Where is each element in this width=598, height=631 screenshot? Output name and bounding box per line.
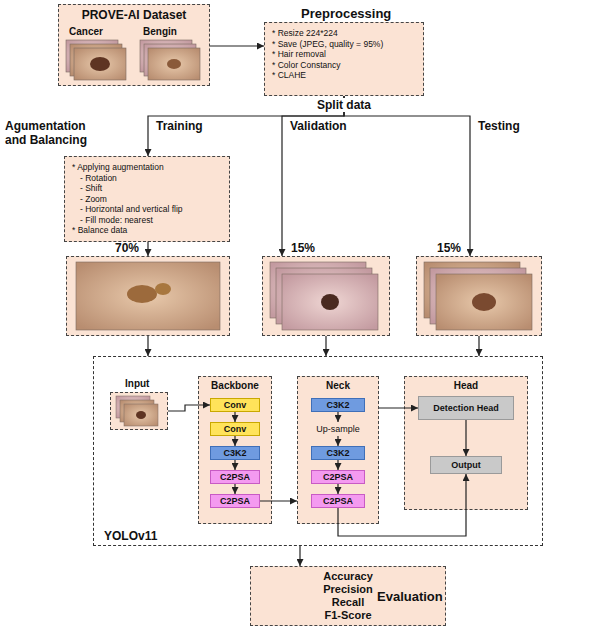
split-percent: 15% xyxy=(437,241,461,255)
connector-arrow xyxy=(147,242,148,257)
layer-label: Output xyxy=(451,460,481,471)
process-box: Agumentation and Balancing* Applying aug… xyxy=(64,156,230,242)
connector-arrow xyxy=(147,336,148,356)
connector-arrow xyxy=(344,96,470,256)
bullet-text: * Applying augmentation xyxy=(72,162,222,173)
metrics-box: AccuracyPrecisionRecallF1-Score Evaluatio… xyxy=(250,566,446,626)
connector-arrow xyxy=(337,460,338,470)
lesion xyxy=(472,293,496,311)
layer-box: Output xyxy=(430,456,502,474)
connector-arrow xyxy=(210,45,264,46)
bullet-text: * Resize 224*224 xyxy=(272,28,416,39)
edge-label: Validation xyxy=(288,119,349,133)
skin-image xyxy=(76,262,220,330)
lesion xyxy=(90,57,110,71)
layer-box: C3K2 xyxy=(210,446,260,460)
skin-image xyxy=(436,274,532,330)
lesion xyxy=(155,283,171,295)
layer-box: C2PSA xyxy=(210,494,260,508)
layer-label: Up-sample xyxy=(316,424,360,435)
layer-label: Conv xyxy=(224,400,247,411)
bullet-text: * Hair removal xyxy=(272,49,416,60)
metric-text: Recall xyxy=(332,596,364,609)
model-frame: YOLOv11InputBackboneConvConvC3K2C2PSAC2P… xyxy=(93,356,543,546)
bullet-text: - Horizontal and vertical flip xyxy=(72,204,222,215)
layer-label: C3K2 xyxy=(326,400,349,411)
bullet-text: * Save (JPEG, quality = 95%) xyxy=(272,39,416,50)
layer-box: Conv xyxy=(210,422,260,436)
connector-arrow xyxy=(299,546,300,566)
layer-box: C2PSA xyxy=(311,470,365,484)
bullet-text: * Balance data xyxy=(72,225,222,236)
split-percent: 15% xyxy=(291,241,315,255)
stage-box: NeckC3K2Up-sampleC3K2C2PSAC2PSA xyxy=(297,376,379,524)
process-box: Preprocessing* Resize 224*224* Save (JPE… xyxy=(264,22,424,96)
connector-arrow xyxy=(325,336,326,356)
bullet-text: * Color Constancy xyxy=(272,60,416,71)
layer-label: Conv xyxy=(224,424,247,435)
box-heading: Agumentation and Balancing xyxy=(5,119,103,147)
layer-label: C2PSA xyxy=(220,472,250,483)
layer-box: Detection Head xyxy=(418,396,514,420)
skin-image xyxy=(282,274,378,330)
connector-arrow xyxy=(379,407,418,408)
bullet-text: - Zoom xyxy=(72,194,222,205)
connector-arrow xyxy=(234,460,235,470)
layer-label: Detection Head xyxy=(433,403,499,414)
connector-arrow xyxy=(478,336,479,356)
connector-arrow xyxy=(234,412,235,422)
layer-box: C3K2 xyxy=(311,446,365,460)
split-label: Split data xyxy=(315,98,373,112)
layer-box: Up-sample xyxy=(311,422,365,436)
bullet-text: - Fill mode: nearest xyxy=(72,215,222,226)
layer-box: C3K2 xyxy=(311,398,365,412)
split-percent: 70% xyxy=(115,241,139,255)
connector-arrow xyxy=(234,436,235,446)
block-heading: Head xyxy=(405,380,527,392)
stage-box: BackboneConvConvC3K2C2PSAC2PSA xyxy=(198,376,272,524)
lesion xyxy=(136,411,146,419)
connector-arrow xyxy=(465,420,466,456)
metric-text: F1-Score xyxy=(324,609,371,622)
layer-label: C2PSA xyxy=(220,496,250,507)
box-heading: Preprocessing xyxy=(301,6,391,21)
skin-image xyxy=(124,404,158,426)
layer-label: C3K2 xyxy=(326,448,349,459)
edge-label: Testing xyxy=(476,119,522,133)
class-label: Cancer xyxy=(69,26,103,38)
connector-arrow xyxy=(260,500,297,501)
layer-label: C2PSA xyxy=(323,472,353,483)
lesion xyxy=(127,285,157,303)
bullet-text: - Shift xyxy=(72,183,222,194)
model-name: YOLOv11 xyxy=(104,529,157,543)
class-label: Bengin xyxy=(143,26,177,38)
layer-label: C2PSA xyxy=(323,496,353,507)
lesion xyxy=(321,294,339,310)
block-heading: Backbone xyxy=(199,380,271,392)
edge-label: Training xyxy=(154,119,205,133)
box-heading: Evaluation xyxy=(377,589,443,604)
layer-box: Conv xyxy=(210,398,260,412)
connector-arrow xyxy=(234,484,235,494)
bullet-text: - Rotation xyxy=(72,173,222,184)
connector-arrow xyxy=(337,484,338,494)
layer-box: C2PSA xyxy=(311,494,365,508)
dataset-title: PROVE-AI Dataset xyxy=(59,8,209,22)
metric-text: Precision xyxy=(323,583,373,596)
lesion xyxy=(167,59,181,69)
block-heading: Neck xyxy=(298,380,378,392)
layer-box: C2PSA xyxy=(210,470,260,484)
connector-arrow xyxy=(337,436,338,446)
bullet-text: * CLAHE xyxy=(272,70,416,81)
connector-arrow xyxy=(337,412,338,422)
skin-image xyxy=(74,48,126,80)
layer-label: C3K2 xyxy=(223,448,246,459)
skin-image xyxy=(148,48,200,80)
block-heading: Input xyxy=(125,378,149,390)
metric-text: Accuracy xyxy=(323,570,373,583)
